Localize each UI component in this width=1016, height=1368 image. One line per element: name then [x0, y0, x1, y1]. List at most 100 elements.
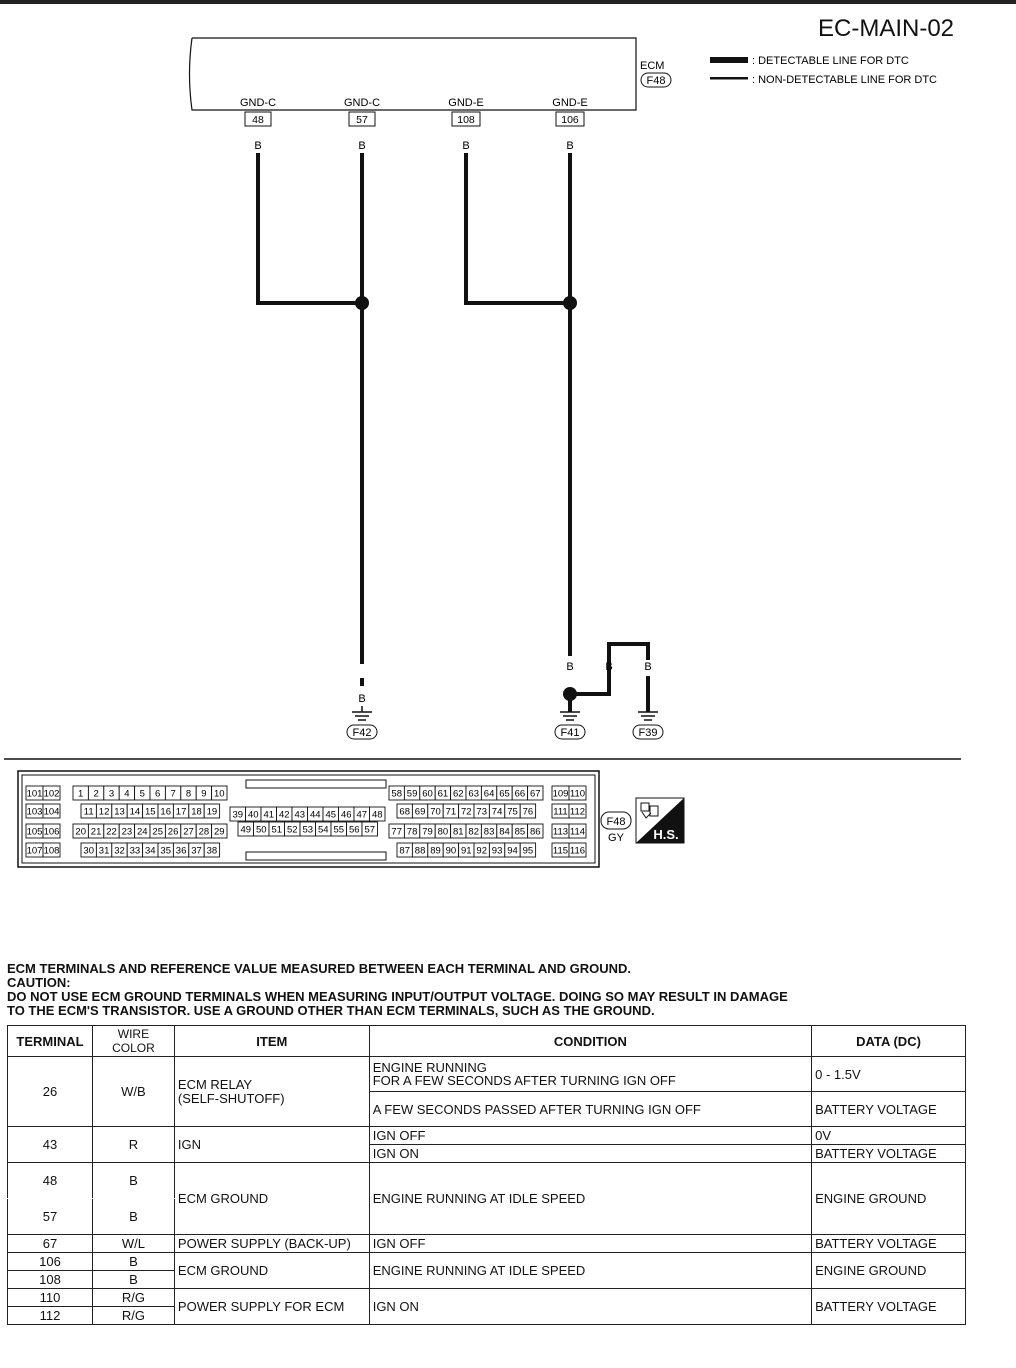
wire-color-cell: B [91, 1270, 175, 1289]
terminal-cell: 43 [7, 1126, 93, 1163]
pin-label: 66 [515, 789, 526, 800]
condition-cell: ENGINE RUNNING AT IDLE SPEED [368, 1252, 813, 1289]
terminal-box [451, 111, 481, 127]
connector-color: GY [608, 832, 625, 844]
header-data: DATA (DC) [811, 1025, 966, 1057]
table-row: 43 R IGN IGN OFF 0V [7, 1126, 966, 1163]
table-row: 48 B ECM GROUND ENGINE RUNNING AT IDLE S… [7, 1162, 966, 1235]
wire-color-cell: B [91, 1198, 175, 1235]
wire-color-label: B [605, 661, 612, 673]
pin-label: 31 [99, 846, 110, 857]
pin-label: 42 [279, 810, 290, 821]
pin-label: 81 [453, 827, 464, 838]
pin-label: 29 [214, 827, 225, 838]
ground-f42-oval [346, 724, 378, 740]
splice-point-ground [563, 687, 577, 701]
item-line: ECM RELAY [177, 1076, 253, 1092]
pin-label: 86 [530, 827, 541, 838]
pin-label: 106 [44, 827, 60, 838]
terminal-106: GND-E 106 B [552, 97, 587, 152]
pin-label: 111 [553, 807, 567, 818]
item-line: (SELF-SHUTOFF) [177, 1090, 285, 1106]
pin-label: 60 [422, 789, 433, 800]
terminal-cell: 110 [7, 1288, 93, 1307]
pin-label: 43 [294, 810, 305, 821]
pin-label: 6 [155, 789, 160, 800]
pin-label: 45 [325, 810, 336, 821]
pin-label: 73 [476, 807, 487, 818]
pin-cell [203, 842, 221, 858]
pin-label: 38 [207, 846, 218, 857]
pin-label: 113 [553, 827, 568, 838]
table-row: 57 B [7, 1198, 966, 1235]
pin-label: 67 [530, 789, 541, 800]
pin-label: 47 [356, 810, 367, 821]
pin-label: 21 [91, 827, 102, 838]
pin-label: 7 [170, 789, 175, 800]
pin-cell [369, 806, 386, 822]
terminal-number: 48 [252, 114, 264, 126]
pin-label: 62 [453, 789, 464, 800]
wire-color-label: B [462, 140, 469, 152]
condition-cell: IGN ON [368, 1288, 813, 1325]
table-row: 67 W/L POWER SUPPLY (BACK-UP) IGN OFF BA… [7, 1234, 966, 1253]
pin-label: 30 [83, 846, 94, 857]
pin-cell [568, 842, 587, 858]
note-line-3: DO NOT USE ECM GROUND TERMINALS WHEN MEA… [7, 989, 788, 1004]
pin-label: 10 [214, 789, 225, 800]
pin-label: 91 [461, 846, 472, 857]
wire-color-label: B [254, 140, 261, 152]
pin-label: 77 [391, 827, 402, 838]
pin-label: 49 [240, 825, 251, 836]
legend-detectable-line [710, 57, 748, 63]
wire-color-cell: R/G [91, 1306, 175, 1325]
data-cell: BATTERY VOLTAGE [811, 1234, 966, 1253]
pin-label: 57 [364, 825, 375, 836]
header-item: ITEM [173, 1025, 370, 1057]
wire-label-gap [356, 664, 368, 678]
terminal-57: GND-C 57 B [344, 97, 380, 152]
pin-label: 1 [78, 789, 83, 800]
pin-label: 110 [570, 789, 585, 800]
table-header-row: TERMINAL WIRE COLOR ITEM CONDITION DATA … [7, 1025, 966, 1057]
wire-color-label: B [358, 140, 365, 152]
pin-label: 92 [476, 846, 487, 857]
data-cell: BATTERY VOLTAGE [811, 1091, 966, 1127]
pin-label: 22 [106, 827, 117, 838]
pin-label: 69 [415, 807, 426, 818]
pin-label: 90 [446, 846, 457, 857]
wire-color-cell: W/L [91, 1234, 175, 1253]
pin-label: 18 [191, 807, 202, 818]
pin-label: 37 [191, 846, 202, 857]
terminal-cell: 108 [7, 1270, 93, 1289]
wire-color-cell: R [91, 1126, 175, 1163]
ground-f41-label: F41 [561, 727, 580, 739]
pin-label: 23 [122, 827, 133, 838]
table-row: 106 B ECM GROUND ENGINE RUNNING AT IDLE … [7, 1252, 966, 1289]
pin-label: 84 [499, 827, 510, 838]
data-cell: ENGINE GROUND [811, 1252, 966, 1289]
table-row: 26 W/B ECM RELAY (SELF-SHUTOFF) ENGINE R… [7, 1056, 966, 1127]
pin-label: 20 [75, 827, 86, 838]
terminal-cell: 57 [7, 1198, 93, 1235]
pin-label: 24 [137, 827, 148, 838]
ground-symbol-f41 [560, 711, 580, 721]
condition-line: ENGINE RUNNING [372, 1060, 487, 1075]
pin-label: 52 [287, 825, 298, 836]
terminal-cell: 26 [7, 1056, 93, 1127]
terminal-number: 106 [561, 114, 579, 126]
data-cell: 0V [811, 1126, 966, 1145]
pin-label: 78 [407, 827, 418, 838]
hs-label: H.S. [653, 827, 678, 842]
pin-label: 89 [430, 846, 441, 857]
pin-label: 16 [160, 807, 171, 818]
item-cell: ECM GROUND [173, 1252, 370, 1289]
pin-cell [568, 803, 587, 819]
wire-color-cell: R/G [91, 1288, 175, 1307]
pin-label: 50 [256, 825, 267, 836]
header-terminal: TERMINAL [7, 1025, 93, 1057]
pin-label: 102 [44, 789, 60, 800]
pin-label: 87 [399, 846, 410, 857]
table-row: IGN ON BATTERY VOLTAGE [8, 1144, 966, 1163]
